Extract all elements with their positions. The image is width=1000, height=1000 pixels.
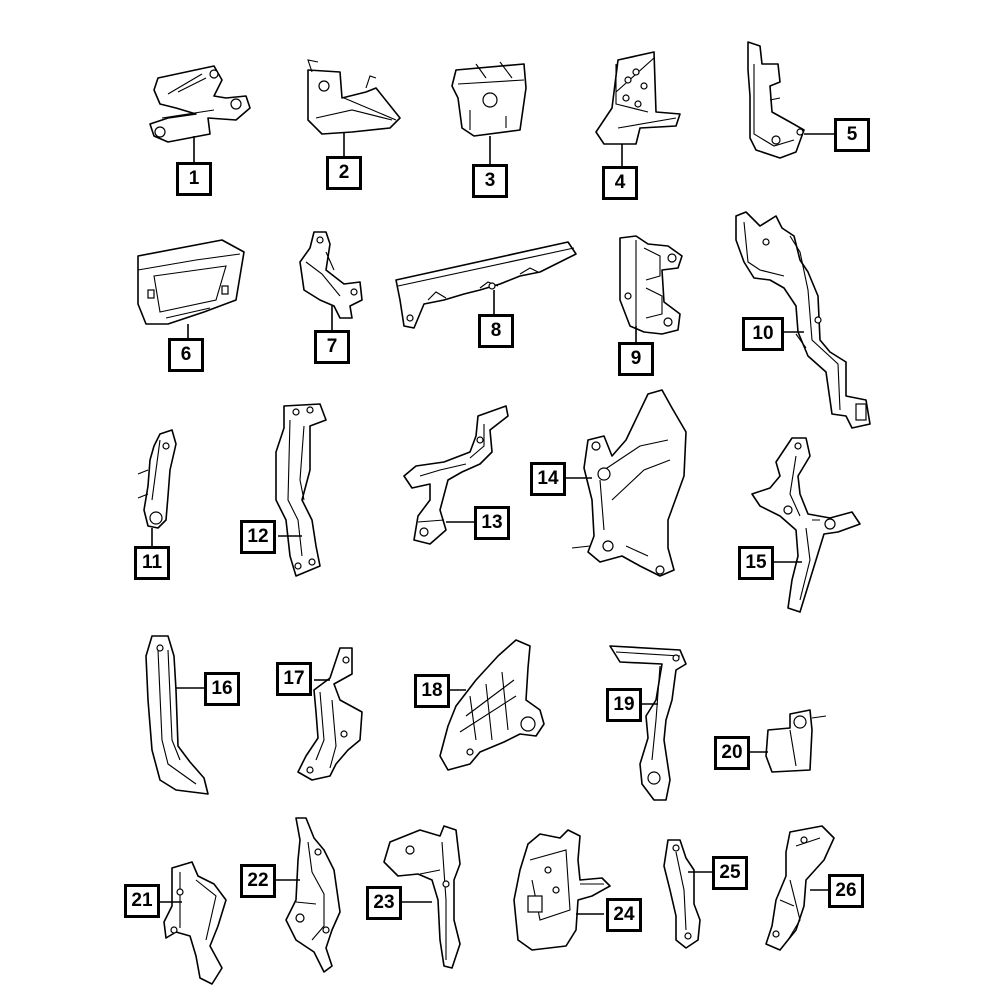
part-13-drawing [403,405,509,545]
callout-12[interactable]: 12 [240,520,276,554]
part-4-drawing [595,51,681,145]
callout-24[interactable]: 24 [606,898,642,932]
callout-7[interactable]: 7 [314,330,350,364]
part-15-drawing [751,437,861,613]
part-2-drawing [307,59,401,135]
callout-19[interactable]: 19 [606,688,642,722]
part-23-drawing [383,825,461,969]
callout-9[interactable]: 9 [618,342,654,376]
part-18-drawing [439,639,545,771]
callout-8[interactable]: 8 [478,314,514,348]
part-11-drawing [137,429,177,529]
callout-18[interactable]: 18 [414,674,450,708]
part-12-drawing [275,403,327,577]
part-5-drawing [747,41,805,159]
part-20-drawing [765,709,827,773]
part-16-drawing [145,635,209,795]
part-21-drawing [163,861,227,985]
part-7-drawing [299,231,363,319]
part-6-drawing [137,239,245,325]
callout-23[interactable]: 23 [366,886,402,920]
callout-13[interactable]: 13 [474,506,510,540]
callout-1[interactable]: 1 [176,162,212,196]
callout-26[interactable]: 26 [828,874,864,908]
callout-16[interactable]: 16 [204,672,240,706]
part-19-drawing [609,645,687,801]
callout-15[interactable]: 15 [738,546,774,580]
part-9-drawing [619,235,683,335]
part-22-drawing [285,817,341,973]
part-8-drawing [395,241,577,329]
callout-17[interactable]: 17 [276,662,312,696]
part-14-drawing [571,389,687,577]
part-17-drawing [297,647,363,781]
callout-10[interactable]: 10 [742,317,784,351]
callout-20[interactable]: 20 [714,736,750,770]
callout-11[interactable]: 11 [134,546,170,580]
callout-21[interactable]: 21 [124,884,160,918]
callout-5[interactable]: 5 [834,118,870,152]
part-26-drawing [765,825,835,951]
part-3-drawing [451,61,527,137]
callout-6[interactable]: 6 [168,338,204,372]
callout-3[interactable]: 3 [472,164,508,198]
callout-4[interactable]: 4 [602,166,638,200]
part-24-drawing [513,829,611,951]
callout-2[interactable]: 2 [326,156,362,190]
callout-25[interactable]: 25 [712,856,748,890]
callout-14[interactable]: 14 [530,462,566,496]
callout-22[interactable]: 22 [240,864,276,898]
part-1-drawing [149,65,251,143]
part-25-drawing [663,839,701,949]
part-10-drawing [735,211,871,429]
